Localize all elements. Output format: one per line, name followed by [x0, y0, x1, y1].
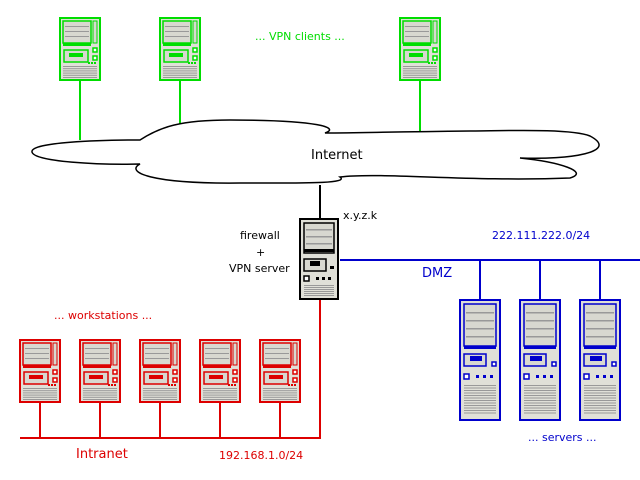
- vpn-server-label: VPN server: [229, 262, 290, 275]
- intranet-network-label: 192.168.1.0/24: [219, 449, 304, 462]
- servers-label: ... servers ...: [528, 431, 597, 444]
- plus-label: +: [256, 246, 266, 259]
- dmz-server: [579, 299, 621, 421]
- firewall-server: [299, 218, 339, 300]
- vpn-client-computer: [399, 17, 441, 81]
- workstation-computer: [199, 339, 241, 403]
- dmz-network-label: 222.111.222.0/24: [492, 229, 591, 242]
- dmz-server: [459, 299, 501, 421]
- dmz-server: [519, 299, 561, 421]
- vpn-clients-label: ... VPN clients ...: [255, 30, 345, 43]
- workstation-computer: [19, 339, 61, 403]
- intranet-bus: [20, 300, 321, 439]
- workstation-computer: [259, 339, 301, 403]
- vpn-client-computer: [59, 17, 101, 81]
- workstation-computer: [139, 339, 181, 403]
- vpn-client-computer: [159, 17, 201, 81]
- dmz-label: DMZ: [422, 266, 453, 281]
- internet-cloud: [31, 119, 600, 184]
- intranet-label: Intranet: [76, 447, 128, 462]
- workstations-label: ... workstations ...: [54, 309, 153, 322]
- firewall-ip-label: x.y.z.k: [343, 209, 378, 222]
- firewall-label: firewall: [240, 229, 280, 242]
- workstation-computer: [79, 339, 121, 403]
- internet-label: Internet: [311, 148, 363, 163]
